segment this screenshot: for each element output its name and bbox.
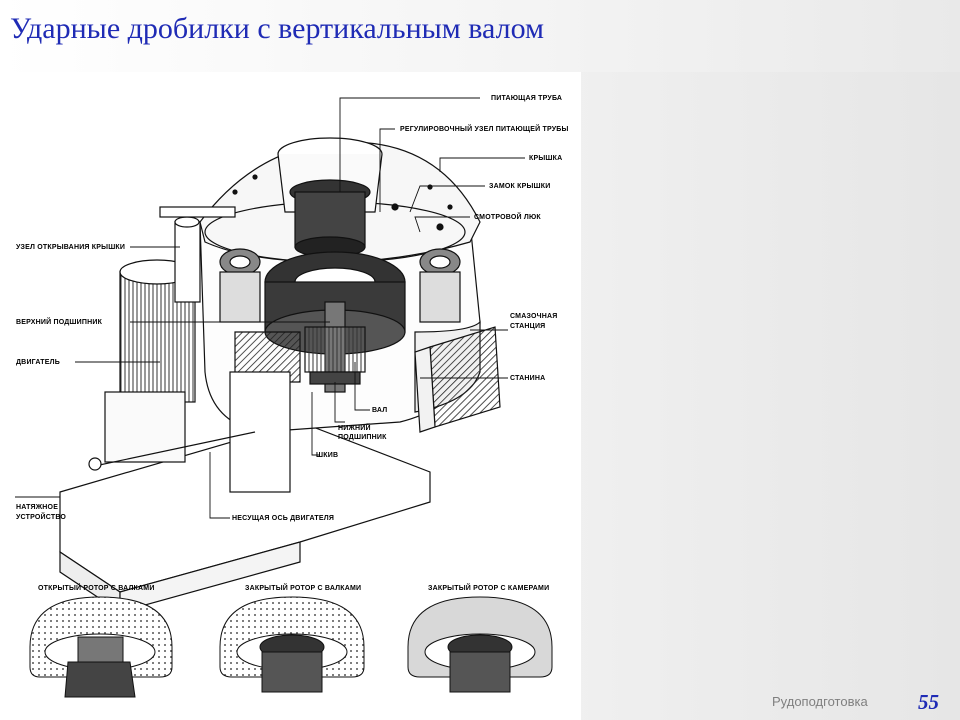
labels: ПИТАЮЩАЯ ТРУБА РЕГУЛИРОВОЧНЫЙ УЗЕЛ ПИТАЮ… — [16, 95, 569, 522]
title-bar: Ударные дробилки с вертикальным валом — [0, 0, 960, 72]
label-upper-bearing: ВЕРХНИЙ ПОДШИПНИК — [16, 317, 103, 326]
label-tensioner-1: НАТЯЖНОЕ — [16, 504, 58, 511]
label-lubrication-1: СМАЗОЧНАЯ — [510, 313, 557, 320]
label-lower-bearing-2: ПОДШИПНИК — [338, 434, 387, 441]
crusher-drawing: ПИТАЮЩАЯ ТРУБА РЕГУЛИРОВОЧНЫЙ УЗЕЛ ПИТАЮ… — [15, 95, 569, 698]
rotor-variants: ОТКРЫТЫЙ РОТОР С ВАЛКАМИ ЗАКРЫТЫЙ РОТОР … — [29, 583, 553, 698]
label-frame: СТАНИНА — [510, 375, 545, 382]
label-inspection-hatch: СМОТРОВОЙ ЛЮК — [474, 212, 541, 221]
page-number: 55 — [918, 690, 939, 714]
label-feed-tube-adjust: РЕГУЛИРОВОЧНЫЙ УЗЕЛ ПИТАЮЩЕЙ ТРУБЫ — [400, 124, 569, 133]
label-motor-axis: НЕСУЩАЯ ОСЬ ДВИГАТЕЛЯ — [232, 515, 334, 522]
leader-lines — [15, 97, 525, 542]
rotor-closed-rollers — [219, 596, 365, 693]
label-lubrication-2: СТАНЦИЯ — [510, 323, 545, 330]
label-lid-opening-unit: УЗЕЛ ОТКРЫВАНИЯ КРЫШКИ — [16, 244, 125, 251]
label-shaft: ВАЛ — [372, 407, 387, 414]
label-tensioner-2: УСТРОЙСТВО — [16, 512, 66, 521]
crusher-main — [59, 137, 501, 614]
label-feed-tube: ПИТАЮЩАЯ ТРУБА — [491, 95, 562, 102]
slide-title: Ударные дробилки с вертикальным валом — [10, 12, 544, 45]
crusher-diagram: ПИТАЮЩАЯ ТРУБА РЕГУЛИРОВОЧНЫЙ УЗЕЛ ПИТАЮ… — [0, 72, 581, 720]
label-motor: ДВИГАТЕЛЬ — [16, 359, 60, 366]
label-pulley: ШКИВ — [316, 452, 338, 459]
rotor-caption-open-rollers: ОТКРЫТЫЙ РОТОР С ВАЛКАМИ — [38, 583, 155, 592]
rotor-caption-closed-chambers: ЗАКРЫТЫЙ РОТОР С КАМЕРАМИ — [428, 583, 549, 592]
label-lid: КРЫШКА — [529, 155, 562, 162]
rotor-caption-closed-rollers: ЗАКРЫТЫЙ РОТОР С ВАЛКАМИ — [245, 583, 361, 592]
rotor-open-rollers — [29, 596, 173, 698]
footer-course: Рудоподготовка — [772, 694, 868, 709]
rotor-closed-chambers — [407, 596, 553, 693]
label-lower-bearing-1: НИЖНИЙ — [338, 423, 371, 432]
label-lid-lock: ЗАМОК КРЫШКИ — [489, 183, 550, 190]
